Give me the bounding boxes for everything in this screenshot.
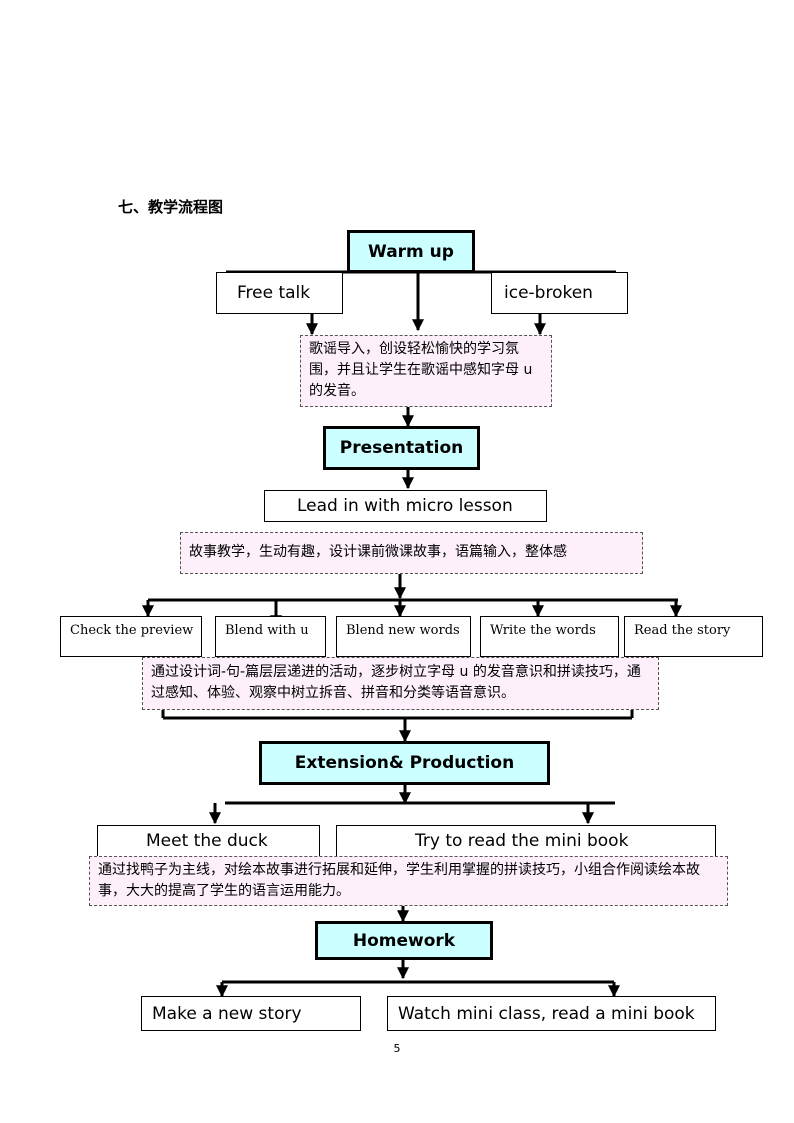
presentation-box: Presentation [323, 426, 480, 470]
section-heading: 七、教学流程图 [118, 198, 224, 216]
step-box-read-story: Read the story [624, 616, 763, 657]
mini-book-box: Try to read the mini book [336, 825, 716, 857]
meet-duck-box: Meet the duck [97, 825, 320, 857]
step-label-write-words: Write the words [490, 623, 596, 638]
free-talk-box: Free talk [216, 272, 343, 314]
steps-note: 通过设计词-句-篇层层递进的活动，逐步树立字母 u 的发音意识和拼读技巧，通过感… [142, 657, 659, 710]
new-story-label: Make a new story [152, 1003, 302, 1024]
extension-note: 通过找鸭子为主线，对绘本故事进行拓展和延伸，学生利用掌握的拼读技巧，小组合作阅读… [89, 856, 728, 906]
extension-note-text: 通过找鸭子为主线，对绘本故事进行拓展和延伸，学生利用掌握的拼读技巧，小组合作阅读… [98, 862, 700, 899]
meet-duck-label: Meet the duck [146, 831, 268, 851]
mini-book-label: Try to read the mini book [415, 831, 629, 851]
ice-broken-box: ice-broken [491, 272, 628, 314]
lead-in-label: Lead in with micro lesson [297, 496, 513, 516]
step-label-blend-u: Blend with u [225, 623, 309, 638]
homework-title: Homework [352, 930, 456, 951]
step-label-check-preview: Check the preview [70, 623, 194, 638]
mini-class-label: Watch mini class, read a mini book [398, 1003, 695, 1024]
presentation-title: Presentation [339, 438, 464, 458]
step-box-write-words: Write the words [480, 616, 619, 657]
mini-class-box: Watch mini class, read a mini book [387, 996, 716, 1031]
presentation-note: 故事教学，生动有趣，设计课前微课故事，语篇输入，整体感 [180, 532, 643, 574]
page-number: 5 [393, 1042, 401, 1055]
steps-note-text: 通过设计词-句-篇层层递进的活动，逐步树立字母 u 的发音意识和拼读技巧，通过感… [151, 664, 641, 701]
free-talk-label: Free talk [237, 283, 311, 303]
warmup-note: 歌谣导入，创设轻松愉快的学习氛围，并且让学生在歌谣中感知字母 u 的发音。 [300, 335, 552, 407]
extension-title: Extension& Production [294, 753, 515, 773]
step-box-blend-u: Blend with u [215, 616, 326, 657]
homework-box: Homework [315, 921, 493, 960]
step-label-blend-words: Blend new words [346, 623, 460, 638]
lead-in-box: Lead in with micro lesson [264, 490, 547, 522]
warmup-note-text: 歌谣导入，创设轻松愉快的学习氛围，并且让学生在歌谣中感知字母 u 的发音。 [309, 341, 533, 399]
step-box-blend-words: Blend new words [336, 616, 471, 657]
warmup-box: Warm up [347, 230, 475, 273]
step-label-read-story: Read the story [634, 623, 731, 638]
presentation-note-text: 故事教学，生动有趣，设计课前微课故事，语篇输入，整体感 [189, 544, 567, 560]
extension-box: Extension& Production [259, 741, 550, 785]
warmup-title: Warm up [368, 241, 454, 262]
ice-broken-label: ice-broken [504, 283, 593, 303]
new-story-box: Make a new story [141, 996, 361, 1031]
step-box-check-preview: Check the preview [60, 616, 202, 657]
